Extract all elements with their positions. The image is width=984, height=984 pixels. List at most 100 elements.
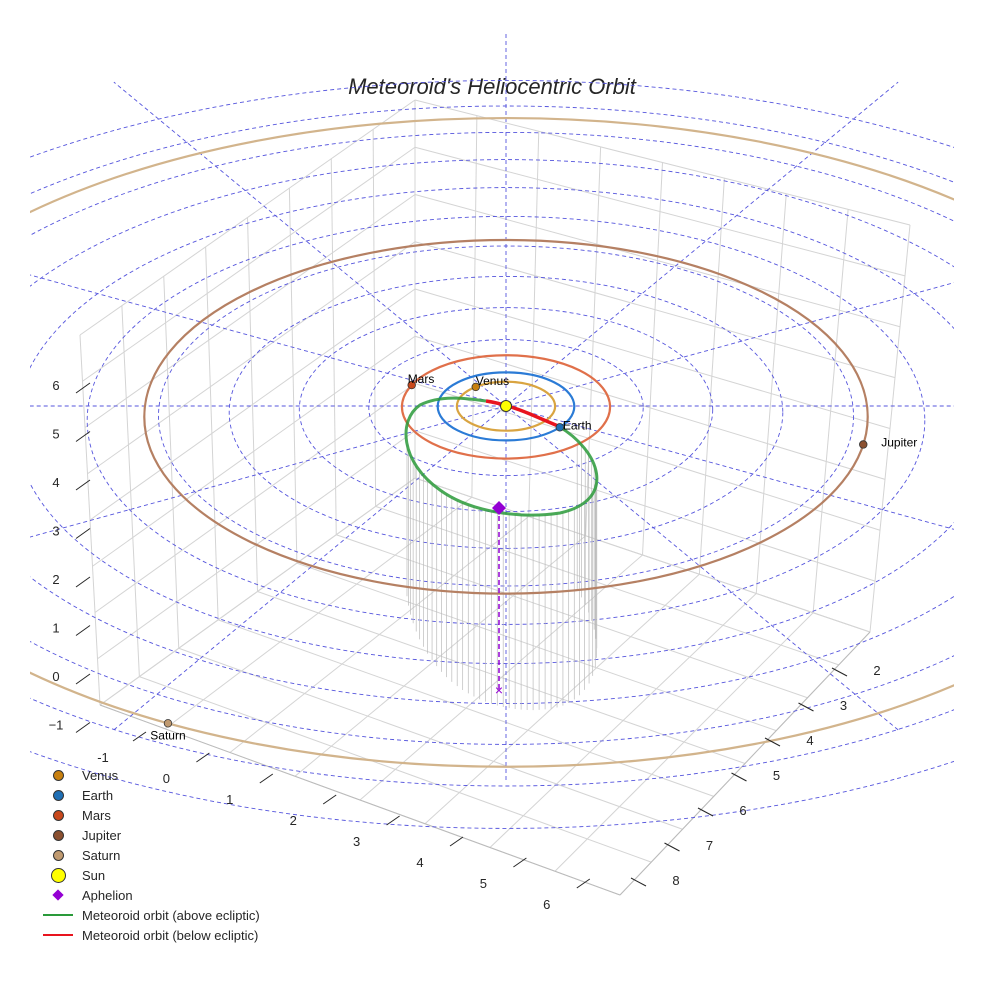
legend-item: Jupiter — [38, 825, 260, 845]
ecliptic-ring — [298, 307, 714, 513]
wall-grid-line — [755, 193, 787, 594]
venus-marker — [471, 382, 480, 392]
wall-grid-line — [414, 99, 911, 226]
wall-grid-line — [89, 288, 416, 521]
wall-grid-line — [79, 99, 416, 336]
legend-marker-swatch — [38, 789, 78, 801]
ecliptic-rings — [30, 32, 954, 829]
ecliptic-ring — [30, 159, 954, 704]
y-tick-mark — [798, 702, 814, 712]
ecliptic-ring — [30, 105, 954, 787]
legend-item: Meteoroid orbit (below ecliptic) — [38, 925, 260, 945]
floor-grid-line — [554, 612, 814, 872]
floor-grid-line — [414, 477, 871, 633]
legend-marker-swatch — [38, 849, 78, 861]
y-tick-mark — [697, 807, 714, 817]
z-tick-mark — [75, 431, 91, 442]
y-tick-mark — [664, 842, 680, 852]
legend-label: Aphelion — [82, 887, 133, 903]
saturn-label: Saturn — [150, 728, 185, 742]
z-tick-mark — [75, 625, 91, 636]
legend-label: Meteoroid orbit (above ecliptic) — [82, 907, 260, 923]
legend-label: Earth — [82, 787, 114, 803]
z-tick-label: 6 — [52, 378, 59, 393]
legend-label: Sun — [82, 867, 106, 883]
wall-grid-line — [414, 288, 891, 429]
legend-label: Mars — [82, 807, 111, 823]
y-tick-label: 8 — [672, 873, 679, 888]
ecliptic-radial-line — [113, 81, 899, 731]
x-tick-label: 1 — [226, 792, 233, 807]
z-tick-mark — [75, 673, 91, 685]
legend-label: Saturn — [82, 847, 121, 863]
floor-grid-line — [489, 593, 757, 848]
x-tick-mark — [576, 878, 591, 889]
y-axis-line — [619, 631, 871, 896]
y-tick-mark — [764, 737, 781, 747]
z-tick-label: 4 — [52, 475, 59, 490]
y-tick-label: 7 — [706, 838, 713, 853]
legend-label: Meteoroid orbit (below ecliptic) — [82, 927, 259, 943]
earth-orbit — [436, 371, 576, 442]
z-tick-label: 1 — [52, 621, 59, 636]
aphelion-projection-marker: × — [495, 682, 503, 698]
jupiter-label: Jupiter — [881, 435, 917, 449]
planet-orbits — [30, 117, 954, 768]
legend-item: Mars — [38, 805, 260, 825]
x-tick-mark — [386, 815, 400, 826]
wall-grid-line — [812, 209, 849, 613]
legend-marker-swatch — [38, 889, 78, 901]
legend-marker-swatch — [38, 809, 78, 821]
z-tick-label: 3 — [52, 524, 59, 539]
wall-grid-line — [869, 224, 911, 633]
x-tick-label: 2 — [290, 813, 297, 828]
saturn-orbit — [30, 117, 954, 768]
legend-item: Venus — [38, 765, 260, 785]
wall-grid-line — [372, 129, 377, 507]
jupiter-orbit — [143, 238, 869, 595]
mars-orbit — [400, 354, 612, 460]
chart-title: Meteoroid's Heliocentric Orbit — [348, 74, 636, 99]
z-tick-mark — [75, 528, 91, 539]
meteoroid-orbit-above-ecliptic — [404, 396, 599, 517]
aphelion-marker — [492, 501, 506, 515]
legend-item: Meteoroid orbit (above ecliptic) — [38, 905, 260, 925]
legend-item: Sun — [38, 865, 260, 885]
venus-orbit — [455, 380, 557, 432]
wall-grid-line — [414, 241, 896, 379]
legend-line-swatch — [38, 934, 78, 936]
wall-grid-line — [414, 146, 906, 277]
floor-grid-line — [336, 534, 808, 699]
z-tick-label: 0 — [52, 669, 59, 684]
x-tick-mark — [132, 731, 147, 742]
legend-marker-swatch — [38, 829, 78, 841]
mars-label: Mars — [408, 372, 435, 386]
x-tick-label: 3 — [353, 834, 360, 849]
ecliptic-radial-line — [30, 282, 954, 538]
x-tick-mark — [196, 752, 210, 763]
wall-grid-line — [84, 194, 416, 428]
legend-line-swatch — [38, 914, 78, 916]
earth-marker — [555, 423, 565, 432]
legend-item: Earth — [38, 785, 260, 805]
z-tick-mark — [75, 722, 91, 733]
y-tick-mark — [831, 667, 848, 677]
meteoroid-orbit-below-ecliptic — [485, 399, 559, 428]
y-tick-label: 4 — [806, 733, 813, 748]
venus-label: Venus — [476, 374, 509, 388]
y-tick-label: 6 — [739, 803, 746, 818]
x-tick-label: 5 — [480, 876, 487, 891]
wall-grid-line — [698, 178, 725, 575]
x-axis-line — [99, 704, 621, 896]
x-tick-mark — [449, 836, 464, 847]
wall-grid-line — [288, 188, 298, 564]
axes-grid — [79, 99, 911, 896]
ecliptic-radial-line — [113, 81, 899, 731]
legend-item: Aphelion — [38, 885, 260, 905]
z-tick-label: 2 — [52, 572, 59, 587]
x-tick-label: -1 — [97, 750, 109, 765]
y-tick-mark — [630, 877, 647, 887]
